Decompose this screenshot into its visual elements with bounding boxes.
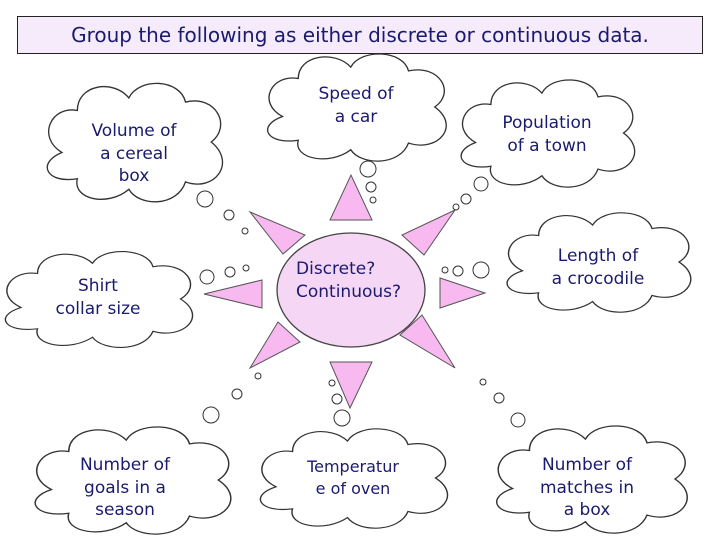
center-line-continuous: Continuous?: [296, 281, 402, 302]
ray-top: [329, 173, 373, 221]
label-population: Population of a town: [502, 113, 592, 156]
title-box: Group the following as either discrete o…: [17, 16, 703, 54]
ray-bottom: [329, 361, 373, 410]
ray-bottom-right: [399, 314, 456, 369]
center-label: Discrete? Continuous?: [282, 258, 432, 324]
ray-top-right: [401, 208, 457, 256]
label-speed: Speed of a car: [318, 84, 394, 127]
ray-top-left: [248, 210, 306, 255]
center-ellipse: [276, 232, 426, 348]
page-title: Group the following as either discrete o…: [71, 23, 649, 47]
label-volume: Volume of a cereal box: [91, 120, 177, 187]
label-temperature: Temperatur e of oven: [307, 457, 399, 498]
label-goals: Number of goals in a season: [79, 454, 171, 521]
ray-bottom-left: [248, 321, 301, 370]
center-line-discrete: Discrete?: [296, 259, 376, 279]
ray-left: [203, 279, 263, 309]
label-crocodile: Length of a crocodile: [551, 246, 645, 289]
ray-right: [439, 277, 487, 309]
label-matches: Number of matches in a box: [540, 454, 634, 521]
label-shirt: Shirt collar size: [55, 276, 141, 319]
